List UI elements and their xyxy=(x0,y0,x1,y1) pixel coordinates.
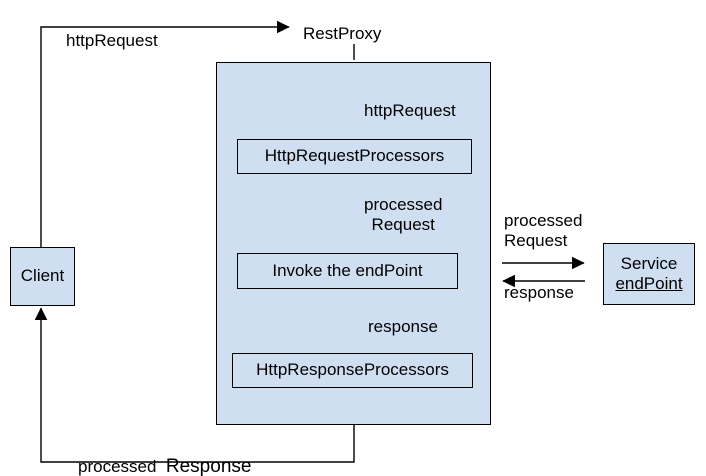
service-endpoint-line-2: endPoint xyxy=(615,274,683,293)
label-http-request-inner: httpRequest xyxy=(364,101,456,120)
processed-response-word-2: Response xyxy=(165,456,252,476)
processed-response-spacer xyxy=(156,457,165,476)
label-http-request-top: httpRequest xyxy=(66,31,158,50)
node-invoke-endpoint[interactable]: Invoke the endPoint xyxy=(237,253,458,289)
service-endpoint-line-1: Service xyxy=(620,253,678,273)
label-processed-response: processed Response xyxy=(78,436,251,476)
node-client[interactable]: Client xyxy=(10,247,75,306)
label-response-outer: response xyxy=(504,283,574,302)
label-processed-request-outer: processed Request xyxy=(504,211,583,251)
label-response-inner: response xyxy=(368,317,438,336)
node-http-request-processors[interactable]: HttpRequestProcessors xyxy=(237,139,472,174)
processed-response-word-1: processed xyxy=(78,457,157,476)
node-service-endpoint[interactable]: Service endPoint xyxy=(603,243,695,305)
node-http-response-processors[interactable]: HttpResponseProcessors xyxy=(232,353,473,388)
label-restproxy: RestProxy xyxy=(303,24,382,43)
label-processed-request-inner: processed Request xyxy=(364,195,443,235)
